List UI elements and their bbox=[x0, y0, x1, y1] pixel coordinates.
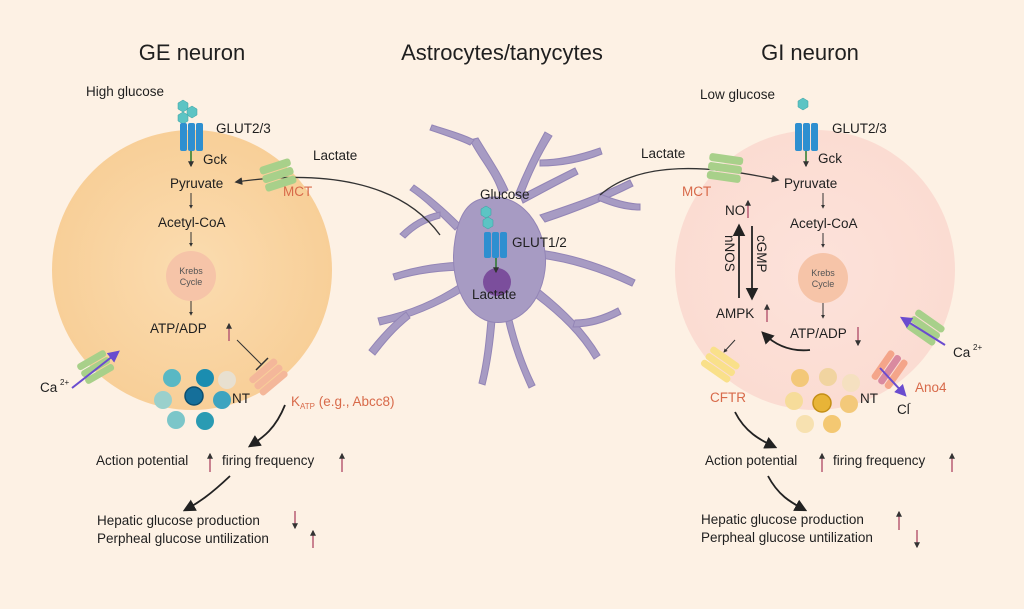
gi-ca-channel bbox=[905, 309, 945, 346]
ge-pyruvate-label: Pyruvate bbox=[170, 176, 223, 191]
gi-krebs-line2: Cycle bbox=[812, 279, 835, 289]
gi-arrow-to-ap bbox=[734, 411, 778, 449]
ge-acetyl-coa-label: Acetyl-CoA bbox=[158, 215, 226, 230]
gi-glut23-transporter bbox=[795, 123, 818, 151]
gi-mct-label: MCT bbox=[682, 184, 711, 199]
ge-glut23-transporter bbox=[180, 123, 203, 151]
astrocyte-title: Astrocytes/tanycytes bbox=[401, 40, 603, 65]
ge-peripheral-label: Perpheal glucose untilization bbox=[97, 531, 269, 546]
gi-action-potential-label: Action potential bbox=[705, 453, 797, 468]
ge-ca-label: Ca bbox=[40, 380, 58, 395]
ge-high-glucose-label: High glucose bbox=[86, 84, 164, 99]
gi-cl-superscript: - bbox=[908, 398, 911, 408]
ge-katp-label: KATP (e.g., Abcc8) bbox=[291, 394, 395, 411]
gi-gck-label: Gck bbox=[818, 151, 842, 166]
glucose-molecule-gi bbox=[797, 97, 809, 111]
ge-nt-label: NT bbox=[232, 391, 250, 406]
ge-hepatic-label: Hepatic glucose production bbox=[97, 513, 260, 528]
ge-katp-channel bbox=[249, 358, 288, 396]
gi-neuron-title: GI neuron bbox=[761, 40, 859, 65]
ge-mct-label: MCT bbox=[283, 184, 312, 199]
gi-peripheral-label: Perpheal glucose untilization bbox=[701, 530, 873, 545]
glucose-molecules-astro bbox=[480, 205, 494, 230]
ge-krebs-line1: Krebs bbox=[179, 266, 203, 276]
ge-atp-adp-label: ATP/ADP bbox=[150, 321, 207, 336]
gi-krebs-cycle bbox=[798, 253, 848, 303]
ge-krebs-cycle bbox=[166, 251, 216, 301]
astro-glut-label: GLUT1/2 bbox=[512, 235, 567, 250]
gi-cgmp-label: cGMP bbox=[754, 235, 769, 273]
ge-glut-label: GLUT2/3 bbox=[216, 121, 271, 136]
gi-cftr-channel bbox=[700, 346, 740, 383]
ge-ca-channel bbox=[77, 350, 115, 384]
ge-firing-label: firing frequency bbox=[222, 453, 315, 468]
ge-arrow-to-ap bbox=[247, 404, 286, 448]
gi-no-label: NO bbox=[725, 203, 745, 218]
ge-gck-label: Gck bbox=[203, 152, 227, 167]
astro-lactate-label: Lactate bbox=[472, 287, 516, 302]
gi-glut-label: GLUT2/3 bbox=[832, 121, 887, 136]
gi-nt-vesicles bbox=[785, 368, 860, 433]
glut12-transporter bbox=[484, 232, 507, 258]
gi-lactate-label: Lactate bbox=[641, 146, 685, 161]
gi-mct-transporter bbox=[706, 153, 744, 183]
gi-krebs-line1: Krebs bbox=[811, 268, 835, 278]
astro-glucose-label: Glucose bbox=[480, 187, 530, 202]
ge-action-potential-label: Action potential bbox=[96, 453, 188, 468]
gi-pyruvate-label: Pyruvate bbox=[784, 176, 837, 191]
ge-lactate-label: Lactate bbox=[313, 148, 357, 163]
gi-firing-label: firing frequency bbox=[833, 453, 926, 468]
gi-ano4-label: Ano4 bbox=[915, 380, 947, 395]
ge-ca-superscript: 2+ bbox=[60, 378, 69, 387]
ge-krebs-line2: Cycle bbox=[180, 277, 203, 287]
gi-arrow-to-hepatic bbox=[767, 475, 808, 512]
gi-atp-adp-label: ATP/ADP bbox=[790, 326, 847, 341]
gi-nnos-label: nNOS bbox=[722, 235, 737, 272]
ge-neuron-title: GE neuron bbox=[139, 40, 245, 65]
gi-atp-to-ampk-arrow bbox=[761, 331, 811, 352]
gi-cftr-label: CFTR bbox=[710, 390, 746, 405]
gi-nt-label: NT bbox=[860, 391, 878, 406]
ge-arrow-to-hepatic bbox=[182, 475, 231, 512]
astrocyte-nucleus bbox=[483, 268, 511, 296]
gi-cl-label: Cl bbox=[897, 402, 910, 417]
gi-ampk-label: AMPK bbox=[716, 306, 754, 321]
ge-nt-vesicles bbox=[154, 369, 236, 430]
glucose-molecules-ge bbox=[177, 99, 198, 125]
gi-hepatic-label: Hepatic glucose production bbox=[701, 512, 864, 527]
gi-low-glucose-label: Low glucose bbox=[700, 87, 775, 102]
gi-ca-label: Ca bbox=[953, 345, 971, 360]
gi-ano4-channel bbox=[871, 350, 908, 390]
astrocyte-cell bbox=[368, 124, 641, 389]
gi-ca-superscript: 2+ bbox=[973, 343, 982, 352]
lactate-arrow-right bbox=[599, 167, 780, 196]
ge-mct-transporter bbox=[259, 158, 297, 192]
gi-acetyl-coa-label: Acetyl-CoA bbox=[790, 216, 858, 231]
